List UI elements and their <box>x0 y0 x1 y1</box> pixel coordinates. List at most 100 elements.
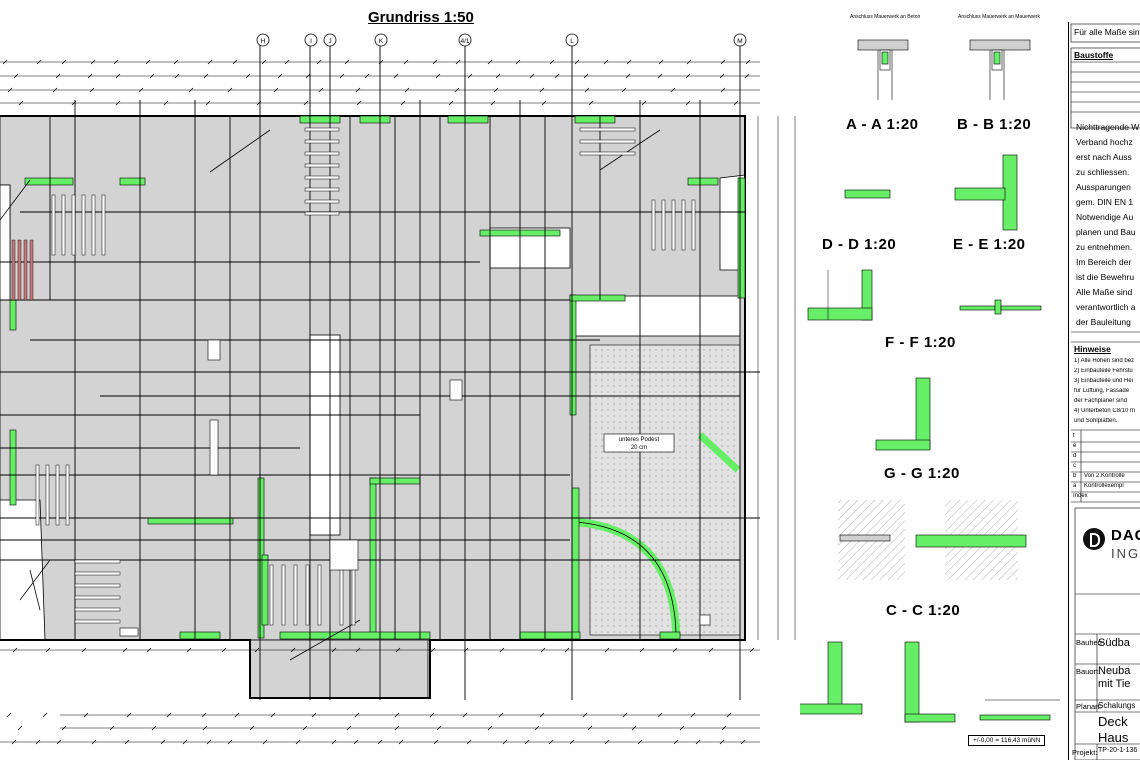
dimension-tick <box>18 100 24 106</box>
legend-grid <box>1070 23 1140 760</box>
dimension-tick <box>146 647 152 653</box>
note-line: der Bauleitung <box>1076 317 1131 327</box>
dimension-tick <box>207 59 213 65</box>
section-aa-shape <box>844 189 891 199</box>
dimension-tick <box>625 73 631 79</box>
dimension-tick <box>534 725 540 731</box>
legend-panel: Für alle Maße sin Baustoffe Hinweise 1) … <box>1068 22 1140 760</box>
dimension-tick <box>151 725 157 731</box>
dimension-tick <box>91 739 97 745</box>
dimension-tick <box>637 739 643 745</box>
dimension-tick <box>42 712 48 718</box>
dimension-tick <box>432 59 438 65</box>
bauherr-label: Bauherr: <box>1076 638 1105 647</box>
planart-label: Planart: <box>1076 702 1102 711</box>
stair-flight <box>697 432 741 473</box>
drawing-title: Grundriss 1:50 <box>368 9 474 26</box>
axis-marker-i <box>304 33 318 47</box>
dimension-tick <box>466 739 472 745</box>
dimension-tick <box>462 712 468 718</box>
dimension-tick <box>6 712 12 718</box>
note-line: Im Bereich der <box>1076 257 1132 267</box>
dimension-tick <box>355 87 361 93</box>
dimension-tick <box>202 725 208 731</box>
dimension-tick <box>393 73 399 79</box>
section-title-bb: B - B 1:20 <box>957 116 1032 133</box>
dimension-tick <box>583 73 589 79</box>
dimension-tick <box>720 87 726 93</box>
dimension-tick <box>354 712 360 718</box>
dimension-tick <box>679 725 685 731</box>
dimension-tick <box>621 87 627 93</box>
dimension-tick <box>549 59 555 65</box>
dimension-tick <box>540 647 546 653</box>
dimension-tick <box>398 739 404 745</box>
dimension-tick <box>726 712 732 718</box>
revision-text: Kontrollexempl <box>1084 483 1124 489</box>
dimension-tick <box>604 647 610 653</box>
dimension-tick <box>205 100 211 106</box>
dimension-tick <box>498 712 504 718</box>
company-logo-icon <box>1083 528 1105 550</box>
dimension-tick <box>588 100 594 106</box>
dimension-tick <box>254 647 260 653</box>
dimension-tick <box>81 647 87 653</box>
dimension-tick <box>695 739 701 745</box>
dimension-tick <box>160 739 166 745</box>
dimension-tick <box>12 647 18 653</box>
dimension-tick <box>690 712 696 718</box>
dimension-tick <box>541 100 547 106</box>
axis-label: I <box>310 38 312 45</box>
dimension-tick <box>56 739 62 745</box>
dimension-tick <box>641 100 647 106</box>
dimension-ticks <box>2 59 755 745</box>
dimension-tick <box>52 87 58 93</box>
dimension-tick <box>720 59 726 65</box>
dimension-tick <box>295 739 301 745</box>
dimension-tick <box>539 87 545 93</box>
dimension-tick <box>548 739 554 745</box>
hinweis-line: 4) Unterbeton C8/10 m <box>1074 408 1136 414</box>
dimension-tick <box>249 725 255 731</box>
dimension-tick <box>604 739 610 745</box>
dimension-tick <box>639 647 645 653</box>
dimension-tick <box>284 59 290 65</box>
dimension-tick <box>524 739 530 745</box>
columns <box>119 339 711 637</box>
dimension-tick <box>740 739 746 745</box>
detail-sections: Anschluss Mauerwerk an Beton Anschluss M… <box>800 14 1060 723</box>
dimension-tick <box>203 73 209 79</box>
dimension-tick <box>188 87 194 93</box>
section-gg-shape <box>838 500 1027 580</box>
dimension-tick <box>377 739 383 745</box>
revision-index: c <box>1073 463 1076 469</box>
dimension-tick <box>499 647 505 653</box>
note-line: gem. DIN EN 1 <box>1076 197 1134 207</box>
dimension-tick <box>305 73 311 79</box>
dimension-tick <box>270 712 276 718</box>
dimension-tick <box>355 647 361 653</box>
dimension-tick <box>435 73 441 79</box>
dimension-tick <box>657 712 663 718</box>
dimension-tick <box>622 712 628 718</box>
dimension-tick <box>430 647 436 653</box>
axis-marker-l <box>565 33 579 47</box>
dimension-tick <box>673 739 679 745</box>
section-ee-shape <box>959 299 1042 315</box>
dimension-tick <box>273 87 279 93</box>
bauort-value-2: mit Tie <box>1098 678 1131 690</box>
note-line: Alle Maße sind <box>1076 287 1133 297</box>
axis-label: 4/1 <box>460 38 469 45</box>
dimension-tick <box>163 100 169 106</box>
dimension-tick <box>318 87 324 93</box>
section-title-dd: D - D 1:20 <box>822 236 897 253</box>
dimension-tick <box>719 73 725 79</box>
note-line: Aussparungen <box>1076 182 1131 192</box>
dimension-tick <box>346 725 352 731</box>
dimension-tick <box>290 647 296 653</box>
dimension-tick <box>495 73 501 79</box>
dimension-tick <box>149 73 155 79</box>
dimension-tick <box>356 100 362 106</box>
hinweis-line: der Fachplaner sind <box>1074 398 1128 404</box>
